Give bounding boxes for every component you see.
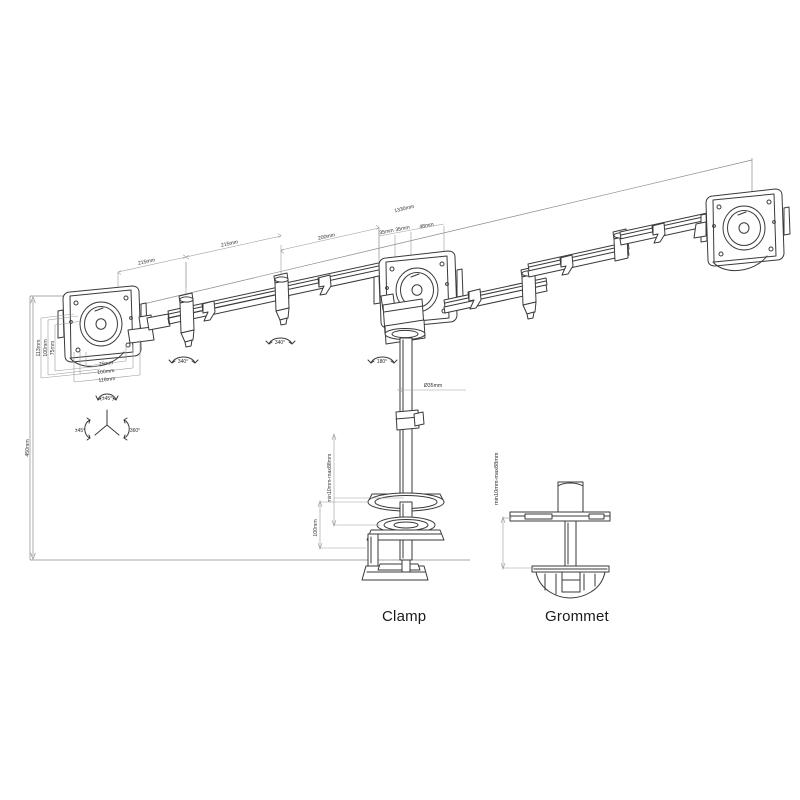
grommet-caption: Grommet (545, 608, 609, 625)
angle-rotate-360: 360° (130, 428, 140, 434)
angle-arm-mid-340: 340° (275, 340, 285, 346)
overall-height-label: 450mm (25, 439, 31, 456)
dim-vesa-75mm-v: 75mm (50, 341, 56, 355)
angle-center-180: 180° (377, 359, 387, 365)
angle-arm-left-340: 340° (178, 359, 188, 365)
motion-angle-diagram: (±45°) ±45° 360° (75, 393, 140, 441)
dim-215mm-inner: 215mm (220, 239, 238, 249)
segment-dimension-labels: 215mm 215mm 200mm (137, 232, 335, 267)
grommet-assembly (509, 481, 611, 599)
pole-diameter-dimension: Ø35mm (397, 383, 466, 393)
angle-tilt-45: (±45°) (100, 396, 114, 402)
angle-swivel-45: ±45° (75, 428, 85, 434)
center-pole-clamp-assembly (361, 337, 445, 581)
dimension-frame (29, 158, 753, 561)
dim-200mm: 200mm (317, 232, 335, 242)
dim-215mm-left: 215mm (137, 257, 155, 267)
dim-pole-100mm: 100mm (313, 519, 319, 536)
dim-35mm-b: 35mm (395, 225, 410, 234)
hub-dimension-labels: 35mm 35mm 48mm (379, 222, 434, 237)
dim-35mm-a: 35mm (379, 228, 394, 237)
mid-arm-assembly (273, 261, 385, 326)
clamp-thickness-dimension: min10mm-max88mm (327, 433, 404, 527)
dim-vesa-100mm-h: 100mm (97, 368, 115, 376)
vesa-dimension-labels: 113mm 100mm 75mm 75mm 100mm 116mm (36, 339, 116, 384)
dim-grommet-thickness: min10mm-max88mm (494, 452, 500, 505)
overall-width-label: 1330mm (394, 204, 415, 214)
dim-450mm: 450mm (25, 439, 31, 456)
dim-48mm: 48mm (419, 222, 434, 231)
grommet-thickness-dimension: min10mm-max88mm (494, 452, 534, 570)
dim-1330mm: 1330mm (394, 204, 415, 214)
right-monitor-bracket (693, 188, 791, 272)
hub-dimension-lines (378, 223, 445, 262)
vesa-dimension-lines (40, 313, 141, 383)
left-arm-assembly (167, 284, 290, 348)
dim-vesa-116mm: 116mm (98, 376, 116, 384)
dim-clamp-thickness: min10mm-max88mm (327, 454, 333, 503)
dim-vesa-100mm-v: 100mm (43, 339, 49, 356)
pole-height-dimension: 100mm (313, 500, 368, 550)
left-monitor-bracket (57, 285, 171, 368)
dim-vesa-75mm-h: 75mm (98, 360, 113, 368)
clamp-caption: Clamp (382, 608, 427, 625)
center-monitor-bracket (373, 250, 464, 345)
right-arm-assembly (443, 211, 714, 320)
arm-angle-callouts: 340° 340° 180° (168, 337, 398, 365)
dim-vesa-113mm: 113mm (36, 340, 42, 357)
dim-pole-diameter: Ø35mm (424, 383, 442, 389)
